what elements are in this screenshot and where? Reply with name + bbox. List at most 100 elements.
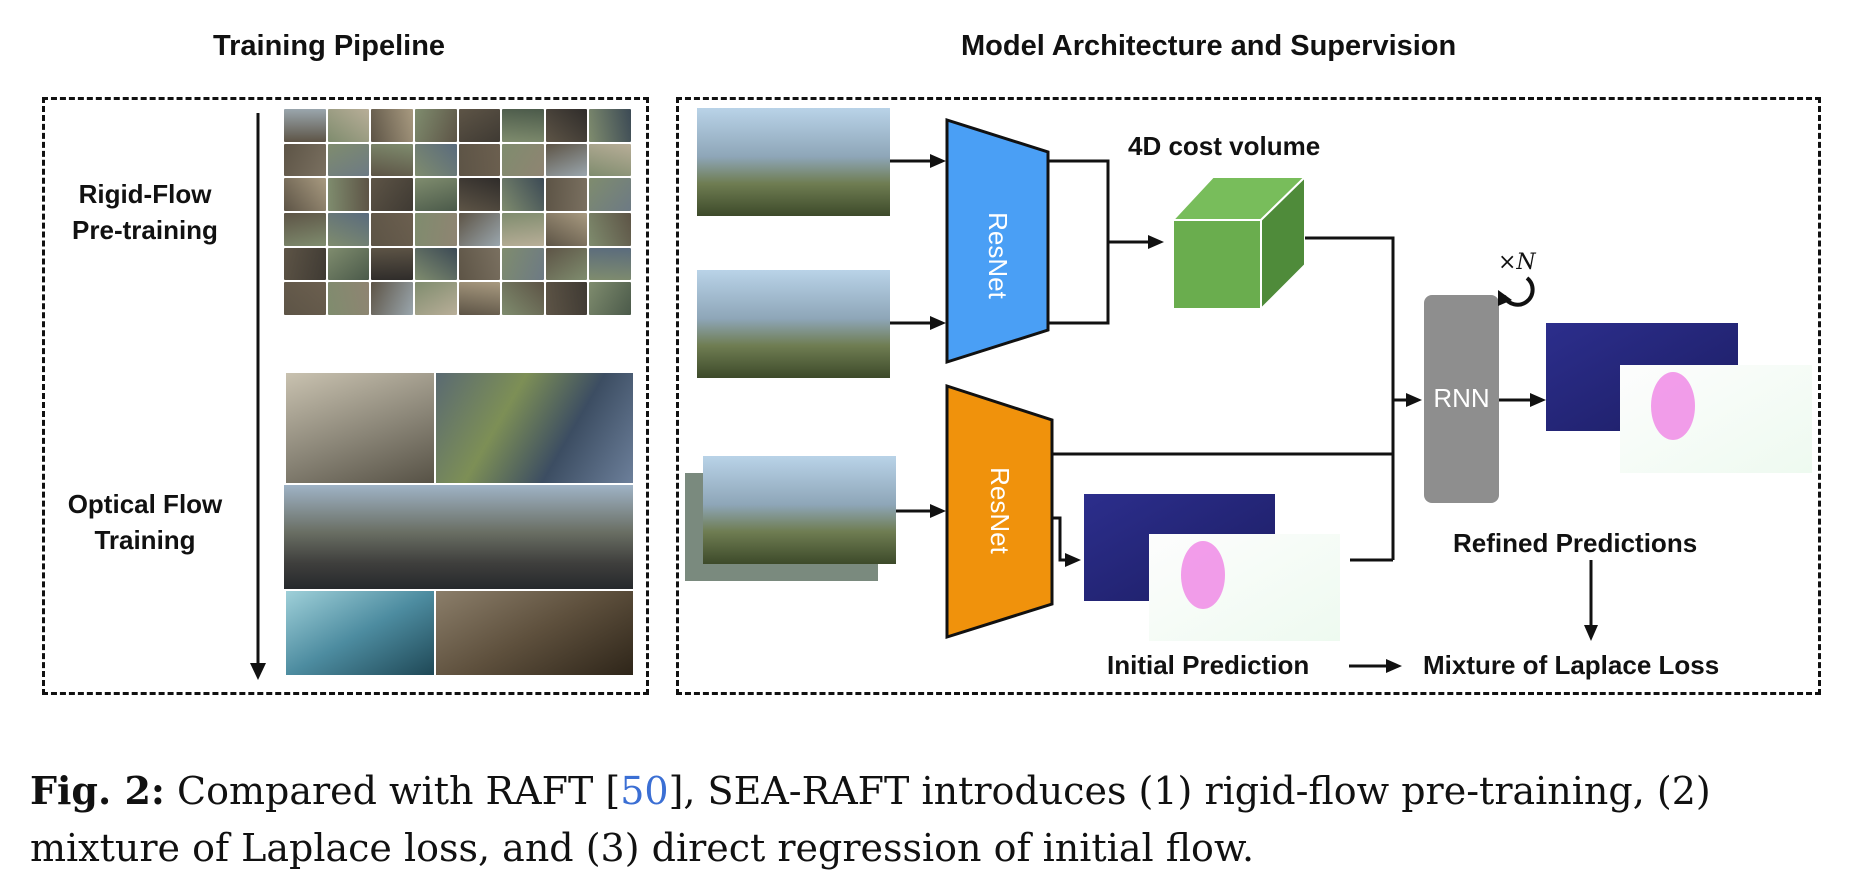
pretrain-line1: Rigid-Flow bbox=[78, 179, 212, 209]
refined-prediction-front bbox=[1620, 365, 1812, 473]
initial-flow-blob bbox=[1181, 541, 1225, 609]
rnn-block bbox=[1424, 295, 1499, 503]
dataset-thumbnail bbox=[589, 247, 631, 281]
initial-prediction-label: Initial Prediction bbox=[1107, 650, 1310, 680]
dataset-thumbnail bbox=[502, 282, 544, 315]
dataset-thumbnail bbox=[545, 213, 588, 246]
arrow-to-cost-volume bbox=[1148, 235, 1164, 249]
training-pipeline-title: Training Pipeline bbox=[213, 30, 446, 62]
dataset-image-sintel-a bbox=[286, 591, 434, 675]
dataset-thumbnail bbox=[545, 109, 588, 142]
dataset-thumbnail bbox=[371, 109, 413, 142]
timeline-arrowhead bbox=[250, 663, 266, 680]
arrow-frames-to-context-encoder bbox=[930, 504, 946, 518]
flow-line2: Training bbox=[94, 525, 196, 555]
figure-caption: Fig. 2: Compared with RAFT [50], SEA-RAF… bbox=[30, 762, 1840, 877]
dataset-thumbnail bbox=[458, 143, 501, 177]
input-frame-1 bbox=[697, 108, 890, 216]
dataset-thumbnail bbox=[545, 178, 588, 211]
dataset-thumbnail bbox=[502, 178, 544, 211]
cost-volume-label: 4D cost volume bbox=[1128, 131, 1321, 161]
dataset-thumbnail bbox=[327, 213, 370, 246]
dataset-thumbnail bbox=[371, 178, 413, 211]
arrow-refined-to-loss bbox=[1584, 625, 1598, 641]
dataset-thumbnail bbox=[414, 178, 457, 211]
rigid-flow-pretraining-label: Rigid-Flow Pre-training bbox=[45, 176, 245, 248]
dataset-thumbnail bbox=[502, 247, 544, 281]
initial-prediction-front bbox=[1149, 534, 1340, 641]
dataset-thumbnail bbox=[458, 213, 501, 246]
dataset-thumbnail bbox=[414, 282, 457, 315]
dataset-image-things bbox=[436, 373, 633, 483]
rnn-label: RNN bbox=[1433, 383, 1490, 413]
encoder-bottom-label: ResNet bbox=[984, 466, 1015, 554]
arrow-frame1-to-encoder bbox=[930, 154, 946, 168]
dataset-image-chairs bbox=[286, 373, 434, 483]
dataset-thumbnail bbox=[371, 282, 413, 315]
input-frame-2 bbox=[697, 270, 890, 378]
rigid-flow-dataset-thumbnails bbox=[284, 109, 631, 315]
dataset-thumbnail bbox=[589, 143, 631, 177]
dataset-thumbnail bbox=[284, 109, 326, 142]
refined-flow-blob bbox=[1651, 372, 1695, 440]
dataset-thumbnail bbox=[414, 143, 457, 177]
caption-figure-number: Fig. 2: bbox=[30, 768, 165, 813]
dataset-thumbnail bbox=[589, 109, 631, 142]
refined-predictions-label: Refined Predictions bbox=[1453, 528, 1698, 558]
dataset-thumbnail bbox=[414, 247, 457, 281]
caption-text-before: Compared with RAFT [ bbox=[164, 769, 621, 813]
dataset-thumbnail bbox=[414, 213, 457, 246]
dataset-thumbnail bbox=[545, 143, 588, 177]
arrow-to-refined-predictions bbox=[1530, 393, 1546, 407]
repeat-count-label: ×N bbox=[1498, 250, 1536, 275]
dataset-thumbnail bbox=[589, 282, 631, 315]
arrow-initial-to-loss bbox=[1386, 659, 1402, 673]
dataset-thumbnail bbox=[327, 143, 370, 177]
feature-encoder-top bbox=[945, 117, 1050, 365]
dataset-thumbnail bbox=[371, 247, 413, 281]
repeat-icon bbox=[1498, 276, 1535, 307]
dataset-thumbnail bbox=[284, 178, 326, 211]
dataset-thumbnail bbox=[327, 282, 370, 315]
dataset-thumbnail bbox=[371, 213, 413, 246]
mixture-of-laplace-loss-label: Mixture of Laplace Loss bbox=[1423, 650, 1720, 680]
encoder-top-label-wrap: ResNet bbox=[947, 195, 1047, 315]
dataset-thumbnail bbox=[502, 143, 544, 177]
dataset-thumbnail bbox=[414, 109, 457, 142]
encoder-bottom-label-wrap: ResNet bbox=[947, 450, 1051, 570]
dataset-thumbnail bbox=[458, 247, 501, 281]
dataset-thumbnail bbox=[284, 213, 326, 246]
dataset-image-sintel-b bbox=[436, 591, 633, 675]
pretrain-line2: Pre-training bbox=[72, 215, 218, 245]
architecture-title: Model Architecture and Supervision bbox=[961, 30, 1457, 62]
caption-reference-link[interactable]: 50 bbox=[620, 769, 669, 813]
arrow-to-initial-prediction bbox=[1065, 553, 1081, 567]
architecture-panel bbox=[676, 97, 1821, 695]
dataset-thumbnail bbox=[458, 282, 501, 315]
dataset-thumbnail bbox=[458, 109, 501, 142]
dataset-thumbnail bbox=[502, 213, 544, 246]
dataset-thumbnail bbox=[458, 178, 501, 211]
context-encoder-bottom bbox=[945, 383, 1054, 640]
arrow-frame2-to-encoder bbox=[930, 316, 946, 330]
dataset-thumbnail bbox=[589, 178, 631, 211]
dataset-thumbnail bbox=[284, 247, 326, 281]
dataset-image-kitti bbox=[284, 485, 633, 589]
encoder-top-label: ResNet bbox=[982, 211, 1013, 299]
dataset-thumbnail bbox=[284, 143, 326, 177]
dataset-thumbnail bbox=[327, 178, 370, 211]
dataset-thumbnail bbox=[327, 247, 370, 281]
arrow-to-rnn bbox=[1406, 393, 1422, 407]
dataset-thumbnail bbox=[589, 213, 631, 246]
input-frame-stack-front bbox=[703, 456, 896, 564]
flow-line1: Optical Flow bbox=[67, 489, 223, 519]
dataset-thumbnail bbox=[371, 143, 413, 177]
dataset-thumbnail bbox=[545, 247, 588, 281]
caption-text-after: ], SEA-RAFT introduces (1) rigid-flow pr… bbox=[30, 769, 1711, 870]
cost-volume-cube-front bbox=[1172, 219, 1262, 310]
dataset-thumbnail bbox=[284, 282, 326, 315]
optical-flow-training-label: Optical Flow Training bbox=[45, 486, 245, 558]
training-pipeline-panel bbox=[42, 97, 649, 695]
